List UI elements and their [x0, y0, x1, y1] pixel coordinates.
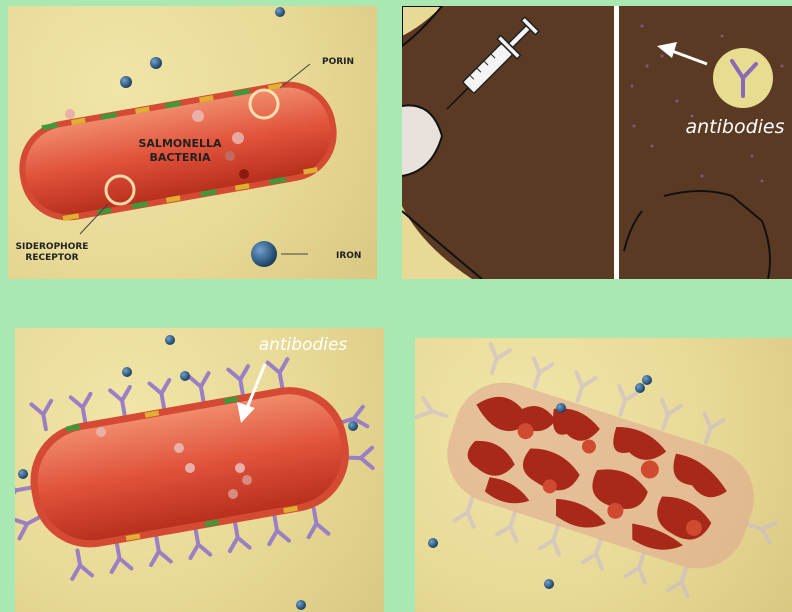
- panel-divider: [614, 6, 619, 279]
- vaccination-svg: antibodies: [402, 6, 792, 279]
- iron-molecule-icon: [251, 241, 277, 267]
- panel-vaccination: antibodies: [402, 6, 792, 279]
- iron-molecule-icon: [296, 600, 306, 610]
- iron-molecule-icon: [275, 7, 285, 17]
- bacteria-label-line2: BACTERIA: [149, 151, 211, 164]
- particle: [239, 169, 249, 179]
- particle: [228, 489, 238, 499]
- particle: [242, 475, 252, 485]
- porin-label: PORIN: [322, 57, 354, 67]
- iron-molecule-icon: [122, 367, 132, 377]
- cow-muzzle: [402, 105, 442, 176]
- antibody-binding-svg: antibodies: [15, 328, 384, 612]
- panel-salmonella-diagram: SALMONELLA BACTERIA PORIN SIDEROPHORE RE…: [8, 6, 377, 279]
- particle: [174, 443, 184, 453]
- iron-molecule-icon: [428, 538, 438, 548]
- antibody-speckles: [631, 25, 784, 183]
- panel-antibody-binding: antibodies: [15, 328, 384, 612]
- particle: [232, 132, 244, 144]
- syringe-icon: [437, 14, 542, 119]
- salmonella-diagram-svg: SALMONELLA BACTERIA PORIN SIDEROPHORE RE…: [8, 6, 377, 279]
- arrow-icon: [657, 42, 707, 64]
- iron-molecule-icon: [150, 57, 162, 69]
- bacteria-label-line1: SALMONELLA: [139, 137, 222, 150]
- siderophore-label-line2: RECEPTOR: [25, 253, 78, 263]
- iron-molecule-icon: [180, 371, 190, 381]
- destroyed-bacterium: [434, 370, 767, 582]
- iron-molecule-icon: [642, 375, 652, 385]
- iron-label: IRON: [336, 251, 361, 261]
- particle: [65, 109, 75, 119]
- particle: [96, 427, 106, 437]
- iron-molecule-icon: [18, 469, 28, 479]
- particle: [185, 463, 195, 473]
- antibodies-label: antibodies: [685, 116, 784, 138]
- particle: [225, 151, 235, 161]
- iron-molecule-icon: [556, 403, 566, 413]
- iron-molecule-icon: [635, 383, 645, 393]
- particle: [235, 463, 245, 473]
- iron-molecule-icon: [544, 579, 554, 589]
- particle: [192, 110, 204, 122]
- panel-destroyed-bacterium: [415, 338, 792, 612]
- sand-corner: [402, 6, 442, 36]
- iron-molecule-icon: [120, 76, 132, 88]
- destroyed-bacterium-svg: [415, 338, 792, 612]
- iron-molecule-icon: [165, 335, 175, 345]
- antibodies-label: antibodies: [259, 335, 348, 355]
- siderophore-label-line1: SIDEROPHORE: [16, 242, 89, 252]
- iron-molecule-icon: [348, 421, 358, 431]
